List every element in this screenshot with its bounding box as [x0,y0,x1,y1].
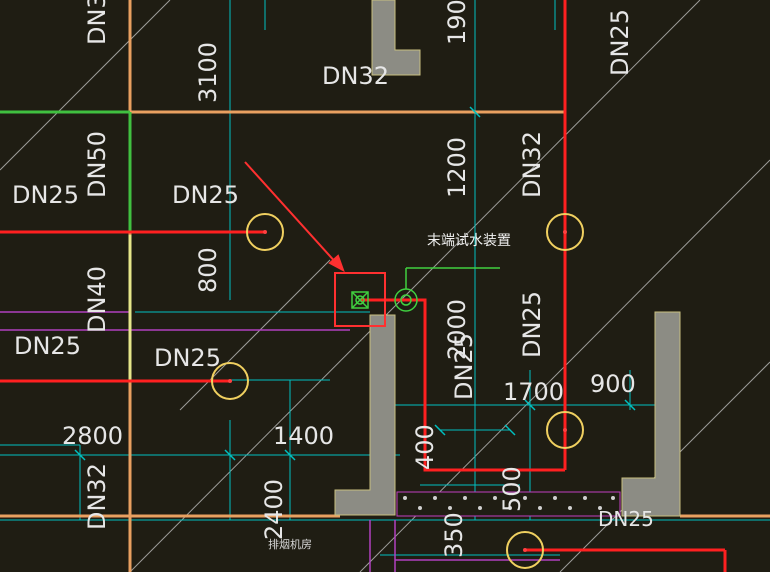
label-dn50: DN50 [83,131,111,198]
label-dn32-right: DN32 [518,131,546,198]
hatched-area [396,491,621,517]
label-dn25-mid-upper: DN25 [172,181,239,209]
arrow-icon [244,161,345,273]
label-dn32-top: DN32 [322,62,389,90]
label-dim-1200: 1200 [443,137,471,198]
label-dn25-left-upper: DN25 [12,181,79,209]
dimension-ticks [74,106,636,461]
label-dim-1900: 1900 [443,0,471,45]
label-dim-3100: 3100 [194,42,222,103]
label-dim-350: 350 [440,512,468,558]
magenta-lines [0,311,560,572]
sprinkler-heads [211,213,584,569]
label-dim-500: 500 [498,466,526,512]
note-room: 排烟机房 [268,537,312,551]
label-dn25-right: DN25 [518,291,546,358]
label-dim-800: 800 [194,247,222,293]
label-dim-400: 400 [411,424,439,470]
label-dn40: DN40 [83,266,111,333]
label-dn3-topleft: DN3 [83,0,111,45]
green-pipes [0,110,132,232]
label-dim-2000: 2000 [443,299,471,360]
red-pipes [0,0,727,572]
label-dn25-topright: DN25 [606,9,634,76]
label-dim-1400: 1400 [273,422,334,450]
label-dim-2800: 2800 [62,422,123,450]
sprinkler-head-icon [211,362,249,400]
label-dn25-left-lower: DN25 [14,332,81,360]
sprinkler-head-icon [546,411,584,449]
label-dn32-bottomleft: DN32 [83,463,111,530]
sprinkler-head-icon [546,213,584,251]
note-end-test-device: 末端试水装置 [427,233,511,249]
label-partial-dn25: DN25 [598,507,654,531]
walls [334,0,681,517]
sprinkler-head-icon [246,213,284,251]
label-dim-900: 900 [590,370,636,398]
end-test-device-icon [351,267,500,312]
label-dn25-mid-lower: DN25 [154,344,221,372]
cyan-grid-lines [0,0,770,556]
label-dn25-center: DN25 [450,333,478,400]
highlight-box [334,272,386,327]
sprinkler-head-icon [506,531,544,569]
label-dim-2400: 2400 [260,479,288,540]
label-dim-1700: 1700 [503,378,564,406]
